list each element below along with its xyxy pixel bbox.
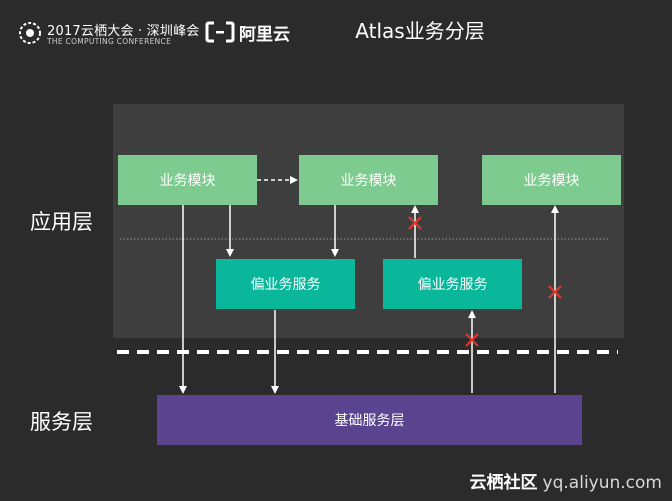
business-module-1: 业务模块 xyxy=(118,155,257,205)
application-layer-label: 应用层 xyxy=(30,210,93,234)
footer-brand-url: yq.aliyun.com xyxy=(542,473,662,493)
business-module-3: 业务模块 xyxy=(482,155,621,205)
forbidden-mark-3 xyxy=(465,333,479,347)
partial-business-service-2: 偏业务服务 xyxy=(383,259,522,309)
aliyun-logo-text: 阿里云 xyxy=(239,25,290,45)
forbidden-mark-1 xyxy=(408,216,422,230)
aliyun-logo: 阿里云 xyxy=(205,20,291,46)
conference-emblem-icon xyxy=(19,22,41,44)
partial-business-service-1: 偏业务服务 xyxy=(216,259,355,309)
aliyun-bracket-icon xyxy=(205,21,235,43)
service-layer-label: 服务层 xyxy=(30,410,93,434)
conference-title: 2017云栖大会 · 深圳峰会 xyxy=(47,24,200,39)
application-layer-panel xyxy=(113,104,624,338)
conference-logo: 2017云栖大会 · 深圳峰会 THE COMPUTING CONFERENCE xyxy=(18,18,199,48)
footer-brand: 云栖社区 yq.aliyun.com xyxy=(469,468,662,493)
forbidden-mark-2 xyxy=(548,285,562,299)
business-module-2: 业务模块 xyxy=(299,155,438,205)
slide-title: Atlas业务分层 xyxy=(355,19,485,43)
conference-subtitle: THE COMPUTING CONFERENCE xyxy=(47,37,172,46)
base-service-layer: 基础服务层 xyxy=(157,395,582,445)
footer-brand-name: 云栖社区 xyxy=(469,473,538,493)
